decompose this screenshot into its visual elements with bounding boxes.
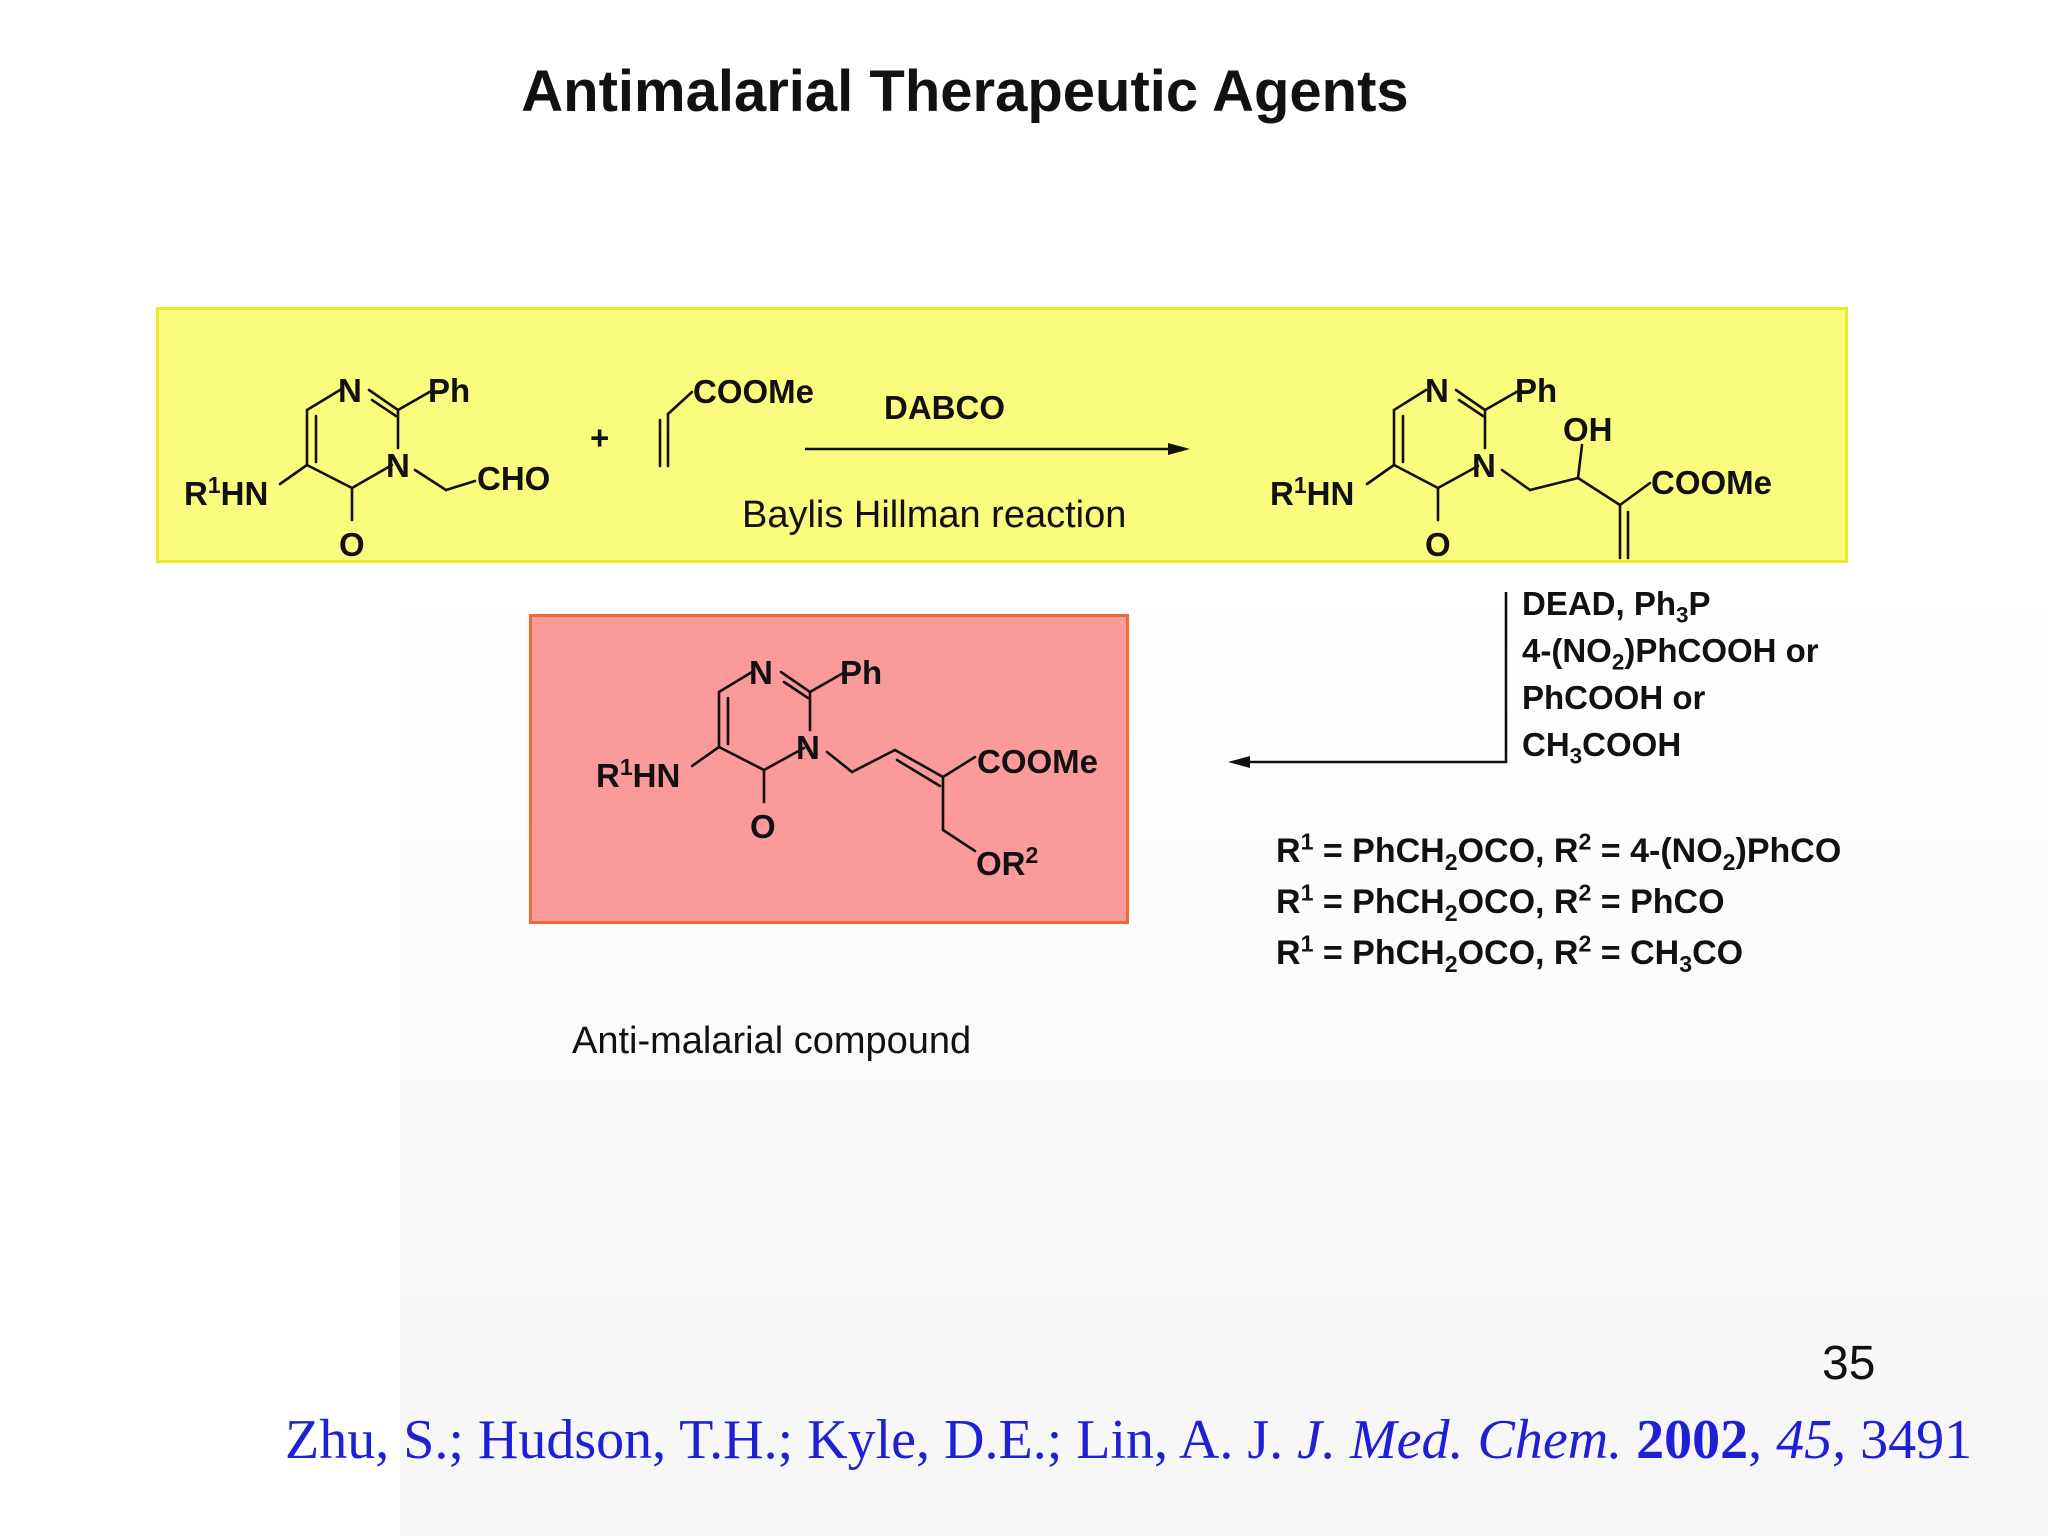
atom-label-coome: COOMe bbox=[1651, 464, 1772, 501]
atom-label-n: N bbox=[386, 447, 410, 484]
condition-line: CH3COOH bbox=[1522, 726, 1682, 769]
atom-label-n: N bbox=[1472, 447, 1496, 484]
atom-label-ph: Ph bbox=[428, 372, 470, 409]
substituent-line: R1 = PhCH2OCO, R2 = 4-(NO2)PhCO bbox=[1276, 828, 1842, 875]
citation-authors: Zhu, S.; Hudson, T.H.; Kyle, D.E.; Lin, … bbox=[285, 1409, 1298, 1471]
atom-label-r1hn: R1HN bbox=[596, 754, 680, 794]
substituent-line: R1 = PhCH2OCO, R2 = CH3CO bbox=[1276, 930, 1744, 977]
baylis-hillman-adduct-structure: N Ph OH N COOMe O R1HN bbox=[1270, 372, 1772, 563]
reagent-dabco: DABCO bbox=[884, 389, 1005, 426]
atom-label-r1hn: R1HN bbox=[1270, 472, 1354, 512]
product-caption: Anti-malarial compound bbox=[572, 1020, 972, 1062]
product-structure: N Ph N COOMe O OR2 R1HN bbox=[596, 654, 1098, 882]
substituent-list: R1 = PhCH2OCO, R2 = 4-(NO2)PhCO R1 = PhC… bbox=[1276, 826, 1841, 979]
citation-volume: 45, bbox=[1776, 1409, 1847, 1471]
atom-label-oh: OH bbox=[1563, 411, 1613, 448]
condition-line: 4-(NO2)PhCOOH or bbox=[1522, 632, 1819, 675]
atom-label-or2: OR2 bbox=[976, 842, 1038, 882]
slide-title: Antimalarial Therapeutic Agents bbox=[521, 59, 1409, 124]
atom-label-coome: COOMe bbox=[693, 373, 814, 410]
plus-sign: + bbox=[590, 419, 609, 456]
reaction-arrow-1 bbox=[805, 443, 1190, 455]
citation-year: 2002 bbox=[1636, 1409, 1749, 1471]
atom-label-ph: Ph bbox=[1515, 372, 1557, 409]
citation-journal: J. Med. Chem. bbox=[1297, 1409, 1623, 1471]
atom-label-n: N bbox=[749, 654, 773, 691]
substituent-line: R1 = PhCH2OCO, R2 = PhCO bbox=[1276, 879, 1725, 926]
step2-conditions: DEAD, Ph3P 4-(NO2)PhCOOH or PhCOOH or CH… bbox=[1522, 580, 1819, 768]
reaction-highlight-box bbox=[156, 307, 1848, 563]
atom-label-o: O bbox=[750, 808, 776, 845]
atom-label-ph: Ph bbox=[840, 654, 882, 691]
atom-label-coome: COOMe bbox=[977, 743, 1098, 780]
atom-label-r1hn: R1HN bbox=[184, 472, 268, 512]
atom-label-n: N bbox=[338, 372, 362, 409]
reaction-arrow-2 bbox=[1228, 592, 1508, 768]
atom-label-cho: CHO bbox=[477, 460, 550, 497]
methyl-acrylate-structure: COOMe bbox=[658, 373, 814, 468]
atom-label-n: N bbox=[1425, 372, 1449, 409]
reaction-name: Baylis Hillman reaction bbox=[742, 494, 1126, 536]
citation: Zhu, S.; Hudson, T.H.; Kyle, D.E.; Lin, … bbox=[285, 1409, 1973, 1471]
starting-material-structure: N Ph N CHO O R1HN bbox=[184, 372, 550, 563]
product-highlight-box bbox=[529, 614, 1129, 924]
page-number: 35 bbox=[1822, 1337, 1876, 1390]
atom-label-o: O bbox=[1425, 526, 1451, 563]
atom-label-n: N bbox=[796, 729, 820, 766]
atom-label-o: O bbox=[339, 526, 365, 563]
citation-pages: 3491 bbox=[1860, 1409, 1973, 1471]
condition-line: PhCOOH or bbox=[1522, 679, 1706, 716]
condition-line: DEAD, Ph3P bbox=[1522, 585, 1711, 628]
